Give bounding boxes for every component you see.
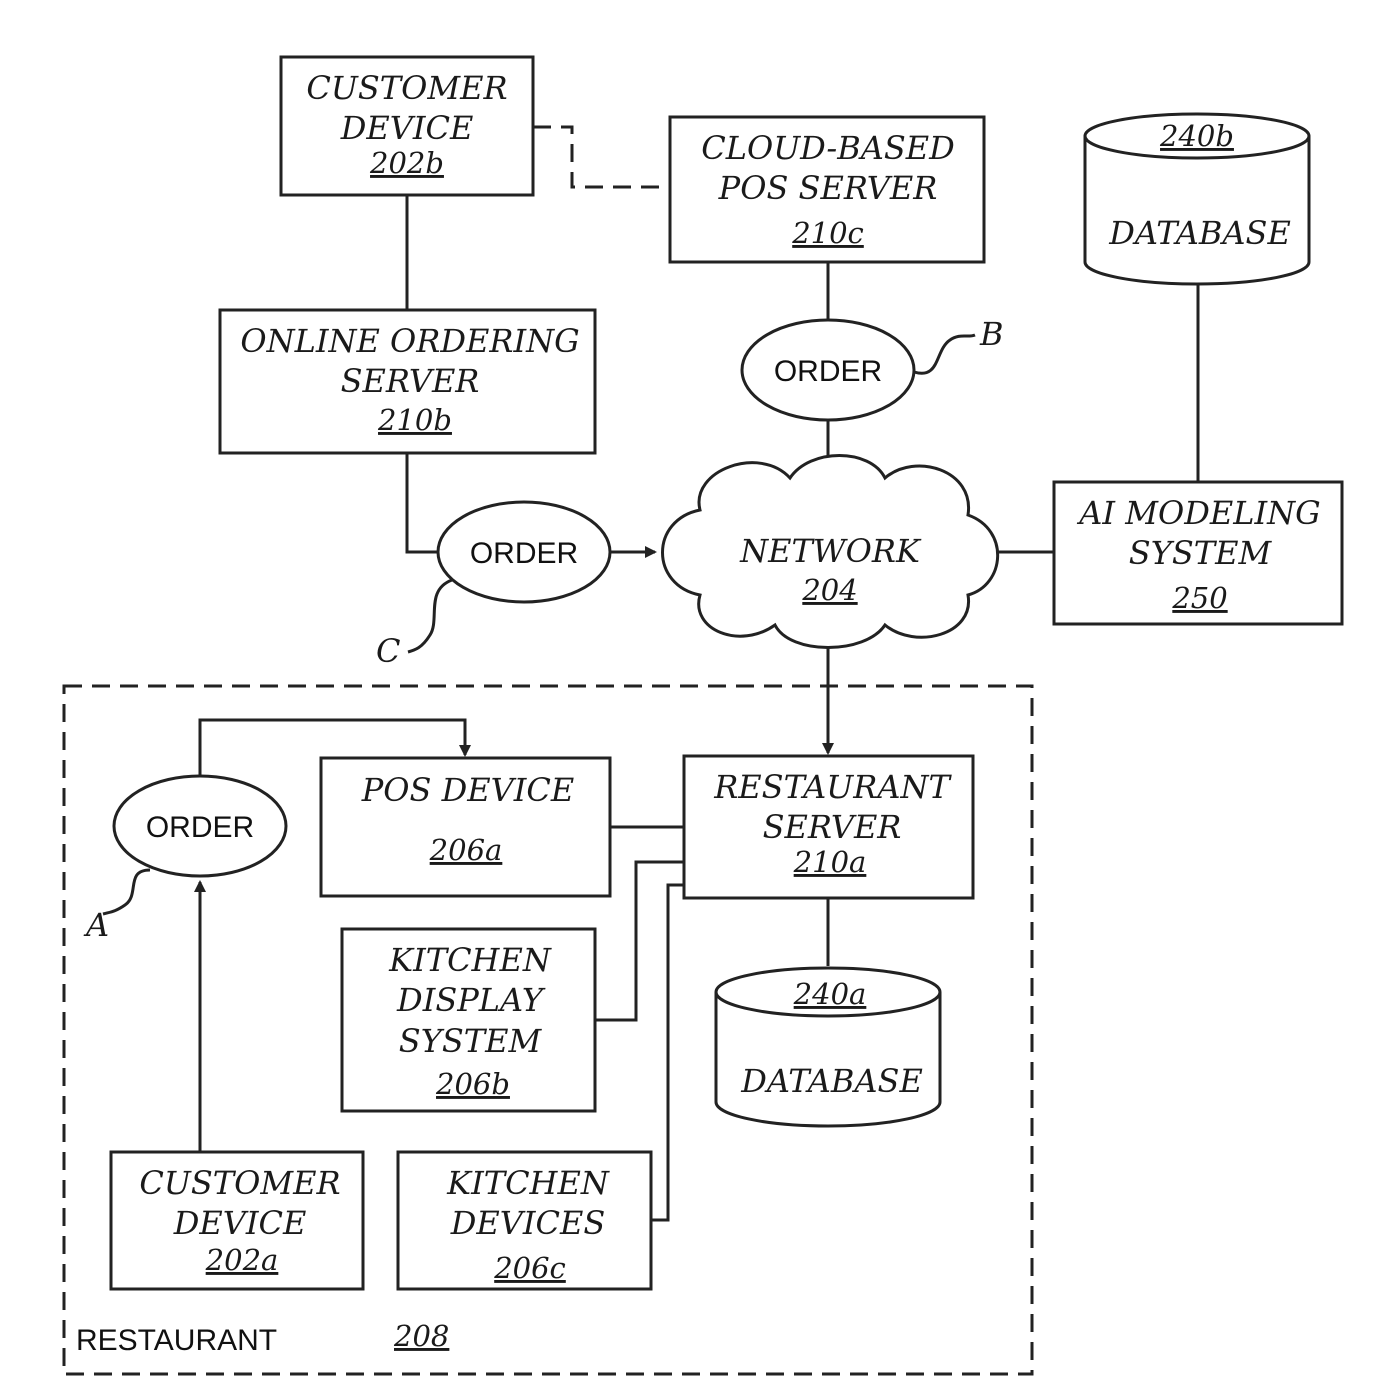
kds-ref: 206b (435, 1067, 510, 1101)
cloud-pos-server-210c: CLOUD-BASED POS SERVER 210c (670, 117, 984, 262)
online-ordering-ref: 210b (377, 403, 452, 437)
order-a-oval: ORDER (114, 776, 286, 876)
database-b-ref: 240b (1159, 119, 1234, 153)
cloud-pos-line1: CLOUD-BASED (701, 129, 955, 167)
order-b-leader (914, 335, 975, 373)
order-a-label: ORDER (146, 811, 254, 844)
order-c-label: ORDER (470, 537, 578, 570)
ai-modeling-system-250: AI MODELING SYSTEM 250 (1054, 482, 1342, 624)
restaurant-server-line1: RESTAURANT (713, 768, 952, 806)
kitchen-devices-206c: KITCHEN DEVICES 206c (398, 1152, 651, 1289)
ai-modeling-line1: AI MODELING (1076, 494, 1320, 532)
connector-online-ordering-to-order-c (407, 453, 440, 552)
ai-modeling-line2: SYSTEM (1129, 534, 1273, 572)
online-ordering-line2: SERVER (341, 362, 480, 400)
order-b-tag: B (979, 315, 1004, 353)
ai-modeling-ref: 250 (1171, 581, 1227, 615)
customer-device-202b: CUSTOMER DEVICE 202b (281, 57, 533, 195)
kitchen-devices-line2: DEVICES (450, 1204, 606, 1242)
customer-device-b-line1: CUSTOMER (306, 69, 507, 107)
kds-line1: KITCHEN (388, 941, 552, 979)
kitchen-display-system-206b: KITCHEN DISPLAY SYSTEM 206b (342, 929, 595, 1111)
pos-device-line1: POS DEVICE (361, 771, 574, 809)
connector-kitchen-devices-to-restaurant-server (651, 885, 684, 1220)
pos-device-ref: 206a (429, 833, 503, 867)
online-ordering-server-210b: ONLINE ORDERING SERVER 210b (220, 310, 595, 453)
restaurant-ref: 208 (393, 1319, 449, 1353)
restaurant-server-line2: SERVER (763, 808, 902, 846)
order-c-tag: C (376, 632, 400, 670)
customer-device-a-ref: 202a (205, 1243, 279, 1277)
restaurant-server-ref: 210a (793, 845, 867, 879)
order-a-leader (103, 870, 150, 914)
kitchen-devices-ref: 206c (493, 1251, 566, 1285)
order-a-tag: A (83, 906, 109, 944)
order-b-oval: ORDER (742, 320, 914, 420)
database-b-label: DATABASE (1108, 214, 1291, 252)
customer-device-b-line2: DEVICE (340, 109, 474, 147)
kds-line3: SYSTEM (399, 1022, 543, 1060)
kds-line2: DISPLAY (396, 981, 546, 1019)
order-c-oval: ORDER (438, 502, 610, 602)
database-240a: 240a DATABASE (716, 968, 940, 1126)
customer-device-b-ref: 202b (369, 146, 444, 180)
network-label: NETWORK (739, 532, 922, 570)
online-ordering-line1: ONLINE ORDERING (240, 322, 579, 360)
database-a-label: DATABASE (740, 1062, 923, 1100)
cloud-pos-ref: 210c (791, 216, 864, 250)
database-240b: 240b DATABASE (1085, 114, 1309, 284)
restaurant-label: RESTAURANT (76, 1324, 277, 1357)
customer-device-a-line1: CUSTOMER (139, 1164, 340, 1202)
order-b-label: ORDER (774, 355, 882, 388)
customer-device-202a: CUSTOMER DEVICE 202a (111, 1152, 363, 1289)
pos-device-206a: POS DEVICE 206a (321, 758, 610, 896)
network-204: NETWORK 204 (663, 456, 998, 648)
network-ref: 204 (801, 573, 857, 607)
restaurant-server-210a: RESTAURANT SERVER 210a (684, 756, 973, 898)
order-c-leader (408, 580, 452, 652)
cloud-pos-line2: POS SERVER (718, 169, 938, 207)
customer-device-a-line2: DEVICE (173, 1204, 307, 1242)
connector-customer-b-to-cloud-pos (533, 127, 670, 187)
database-a-ref: 240a (793, 977, 867, 1011)
kitchen-devices-line1: KITCHEN (446, 1164, 610, 1202)
